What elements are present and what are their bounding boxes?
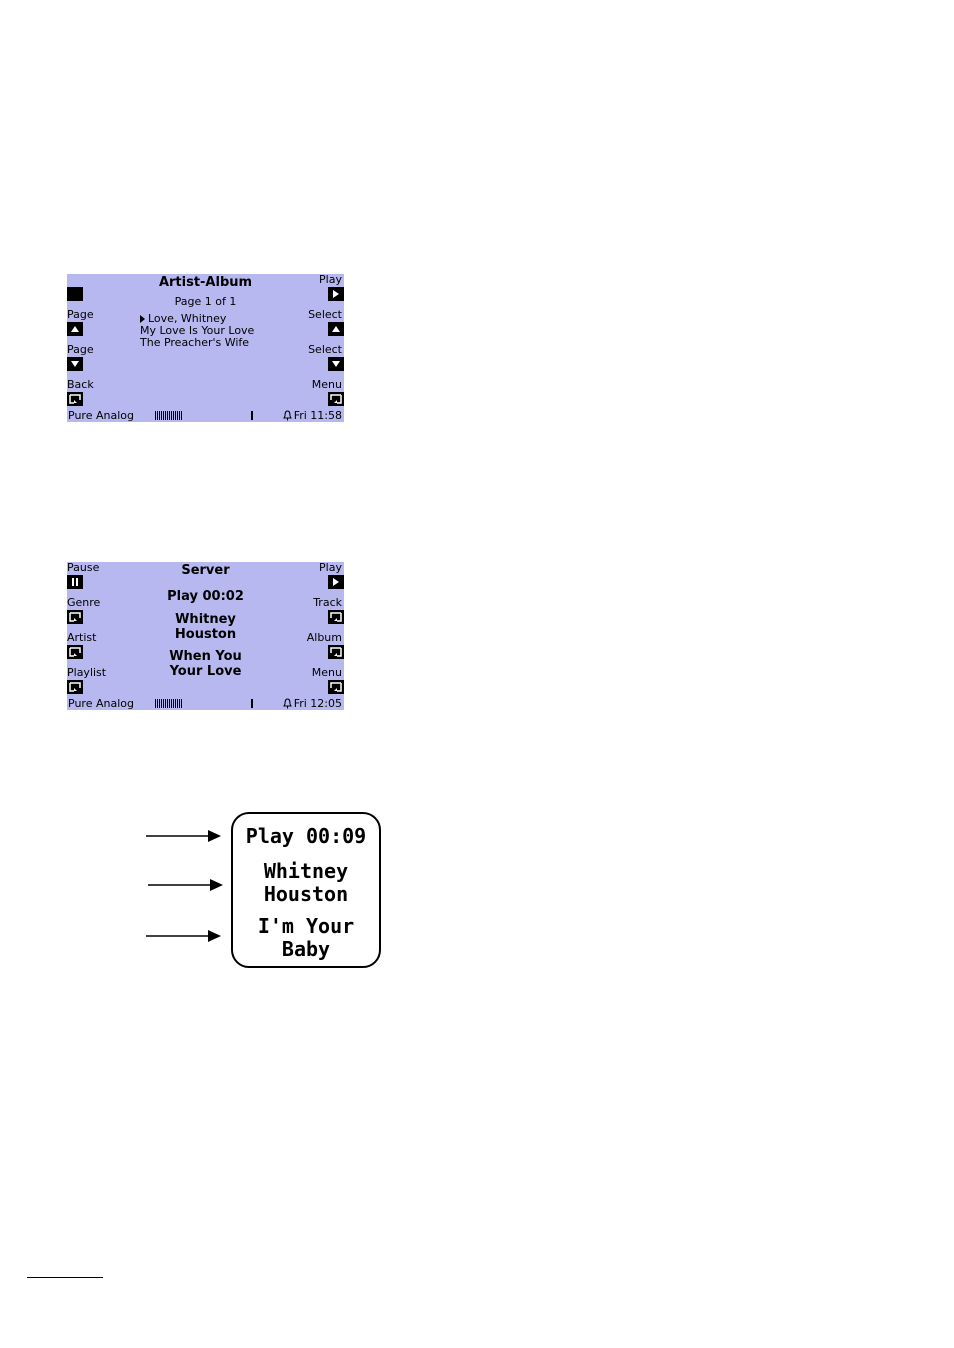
track-button[interactable] [328,610,344,624]
pause-button[interactable] [67,575,83,589]
menu-icon [330,682,342,692]
arrow-to-track [146,930,221,942]
page-up-button[interactable] [67,322,83,336]
page-down-label: Page [67,343,94,356]
menu-button[interactable] [328,680,344,694]
genre-button[interactable] [67,610,83,624]
back-button[interactable] [67,392,83,406]
page-down-button[interactable] [67,357,83,371]
menu-icon [330,647,342,657]
list-item[interactable]: My Love Is Your Love [140,324,255,337]
server-playback-screen: Server Play 00:02 Whitney Houston When Y… [67,562,344,710]
screen-title: Artist-Album [158,275,253,290]
zoom-track-name: I'm Your Baby [257,914,355,961]
artist-album-screen: Artist-Album Page 1 of 1 Love, Whitney M… [67,274,344,422]
artist-name: Whitney Houston [174,612,237,642]
play-button[interactable] [328,575,344,589]
album-label: Album [306,631,342,644]
page-indicator: Page 1 of 1 [174,295,237,308]
menu-icon [330,612,342,622]
select-down-button[interactable] [328,357,344,371]
select-up-label: Select [308,308,342,321]
arrow-to-artist [148,879,223,891]
list-item-selected[interactable]: Love, Whitney [140,313,254,325]
stop-button[interactable] [67,287,83,301]
arrow-up-icon [71,326,79,332]
genre-label: Genre [67,596,101,609]
artist-button[interactable] [67,645,83,659]
back-label: Back [67,378,94,391]
playlist-button[interactable] [67,680,83,694]
pause-icon [72,578,78,586]
back-icon [69,612,81,622]
clock: Fri 12:05 [282,697,342,710]
play-icon [333,290,339,298]
footer-rule [27,1277,103,1278]
back-icon [69,394,81,404]
menu-icon [330,394,342,404]
track-label: Track [313,596,342,609]
album-list: Love, Whitney My Love Is Your Love The P… [140,313,254,349]
screen-title: Server [181,563,230,578]
play-label: Play [319,273,342,286]
level-marker [251,699,253,708]
artist-label: Artist [67,631,97,644]
source-label: Pure Analog [68,697,134,710]
menu-label: Menu [311,666,342,679]
arrow-down-icon [332,361,340,367]
play-button[interactable] [328,287,344,301]
select-down-label: Select [308,343,342,356]
alarm-bell-icon [282,698,292,709]
play-label: Play [319,561,342,574]
play-time: Play 00:02 [167,589,244,604]
back-icon [69,682,81,692]
select-up-button[interactable] [328,322,344,336]
zoom-play-time: Play 00:09 [245,824,367,848]
track-name: When You Your Love [169,649,242,679]
cursor-icon [140,315,145,323]
level-marker [251,411,253,420]
arrow-up-icon [332,326,340,332]
signal-meter [155,411,182,420]
status-bar: Pure Analog Fri 11:58 [67,409,344,422]
album-button[interactable] [328,645,344,659]
zoomed-display: Play 00:09 Whitney Houston I'm Your Baby [231,812,381,968]
alarm-bell-icon [282,410,292,421]
stop-icon [67,287,83,301]
back-icon [69,647,81,657]
list-item[interactable]: The Preacher's Wife [140,336,250,349]
play-icon [333,578,339,586]
arrow-to-time [146,830,221,842]
arrow-down-icon [71,361,79,367]
status-bar: Pure Analog Fri 12:05 [67,697,344,710]
page-up-label: Page [67,308,94,321]
source-label: Pure Analog [68,409,134,422]
pause-label: Pause [67,561,100,574]
signal-meter [155,699,182,708]
menu-button[interactable] [328,392,344,406]
clock: Fri 11:58 [282,409,342,422]
menu-label: Menu [311,378,342,391]
zoom-artist-name: Whitney Houston [263,859,349,906]
playlist-label: Playlist [67,666,107,679]
